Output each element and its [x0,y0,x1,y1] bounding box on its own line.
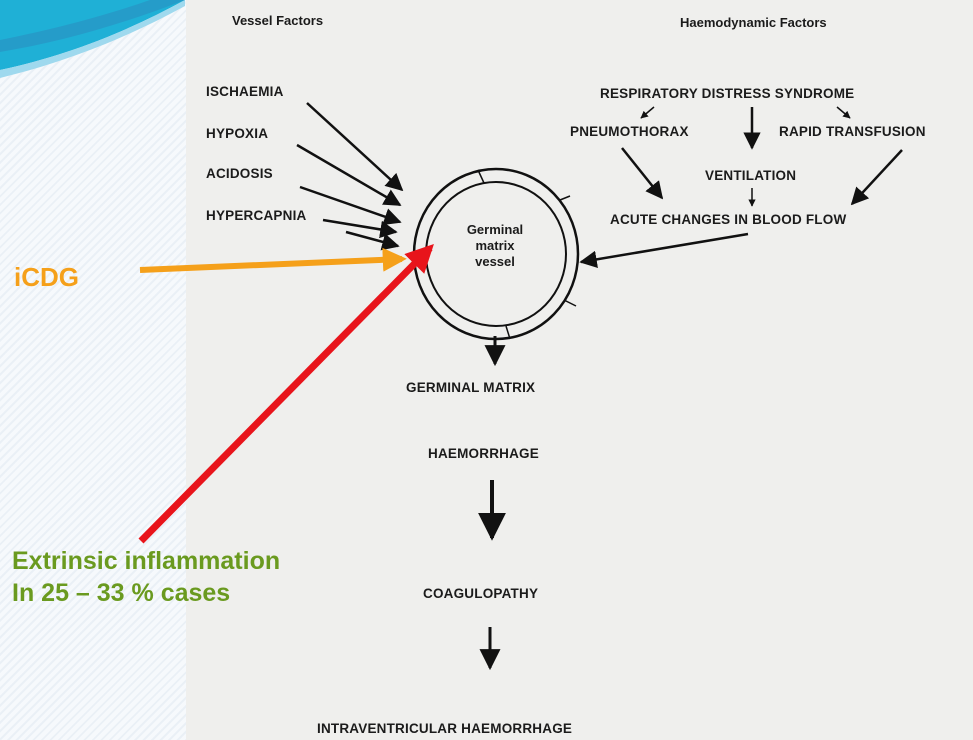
label-ischaemia: ISCHAEMIA [206,84,284,99]
annotation-arrows [140,248,430,541]
label-acidosis: ACIDOSIS [206,166,273,181]
label-intraventricular-haemorrhage: INTRAVENTRICULAR HAEMORRHAGE [317,721,572,736]
icdg-arrow [140,259,402,270]
label-hypercapnia: HYPERCAPNIA [206,208,306,223]
extrinsic-arrow [141,248,430,541]
vessel-label-line3: vessel [440,254,550,270]
icdg-annotation: iCDG [14,262,79,293]
extrinsic-line1: Extrinsic inflammation [12,545,280,577]
extrinsic-line2: In 25 – 33 % cases [12,577,280,609]
label-ventilation: VENTILATION [705,168,796,183]
vessel-label: Germinal matrix vessel [440,222,550,270]
vessel-factor-arrows [297,103,402,246]
extrinsic-inflammation-annotation: Extrinsic inflammation In 25 – 33 % case… [12,545,280,609]
label-coagulopathy: COAGULOPATHY [423,586,538,601]
haemodynamic-factors-heading: Haemodynamic Factors [680,15,827,30]
label-germinal-matrix: GERMINAL MATRIX [406,380,535,395]
vessel-label-line2: matrix [440,238,550,254]
label-rapid-transfusion: RAPID TRANSFUSION [779,124,926,139]
label-acute-changes-in-blood-flow: ACUTE CHANGES IN BLOOD FLOW [610,212,846,227]
vessel-factors-heading: Vessel Factors [232,13,323,28]
label-haemorrhage: HAEMORRHAGE [428,446,539,461]
label-pneumothorax: PNEUMOTHORAX [570,124,689,139]
label-hypoxia: HYPOXIA [206,126,268,141]
vessel-label-line1: Germinal [440,222,550,238]
decorative-swoosh [0,0,185,78]
label-respiratory-distress-syndrome: RESPIRATORY DISTRESS SYNDROME [600,86,854,101]
